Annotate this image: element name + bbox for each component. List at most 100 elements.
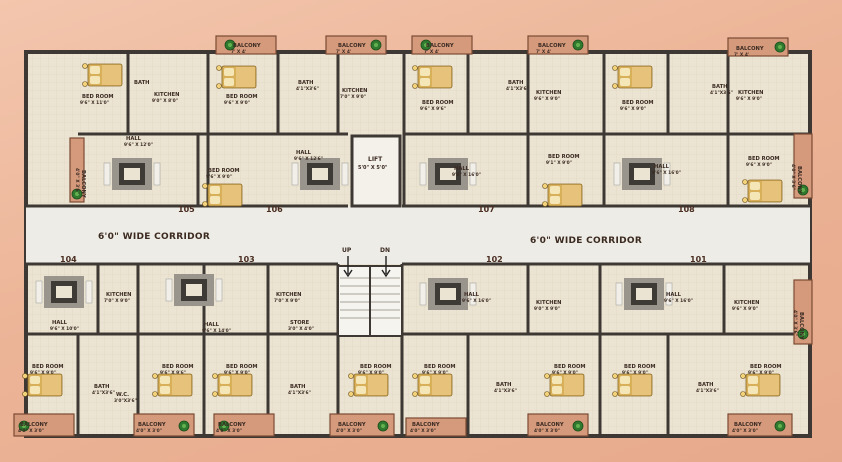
room-name: BALCONY — [412, 422, 440, 428]
room-name: BED ROOM — [624, 364, 656, 370]
room-name: BED ROOM — [162, 364, 194, 370]
room-size: 9'6" X 11'0" — [80, 100, 109, 106]
lift-label: LIFT — [368, 156, 383, 163]
room-size: 4'0" X 3'0" — [732, 428, 758, 434]
room-size: 4'1"X3'6" — [288, 390, 311, 396]
room-size: 9'6" X 9'0" — [206, 174, 232, 180]
room-size: 9'6" X 9'0" — [224, 100, 250, 106]
room-name: BED ROOM — [360, 364, 392, 370]
room-size: 9'6" X 9'0" — [358, 370, 384, 376]
room-size: 4'0" X 3'0" — [410, 428, 436, 434]
room-name: STORE — [290, 320, 310, 326]
room-name: BED ROOM — [226, 94, 258, 100]
room-size: 9'6" X 9'0" — [534, 96, 560, 102]
room-size: 4'0" X 3'0" — [534, 428, 560, 434]
room-name: KITCHEN — [106, 292, 132, 298]
room-size: 9'6" X 9'0" — [732, 306, 758, 312]
room-size: 3'0"X3'6" — [114, 398, 137, 404]
room-size: 9'6" X 9'0" — [622, 370, 648, 376]
room-size: 7'0" X 9'0" — [340, 94, 366, 100]
room-size: 7'0" X 9'0" — [104, 298, 130, 304]
room-name: BALCONY — [138, 422, 166, 428]
room-name: KITCHEN — [734, 300, 760, 306]
room-name: BATH — [698, 382, 713, 388]
room-size: 9'6" X 16'0" — [452, 172, 481, 178]
room-name: BATH — [298, 80, 313, 86]
room-name: BED ROOM — [622, 100, 654, 106]
room-name: HALL — [454, 166, 470, 172]
room-name: HALL — [654, 164, 670, 170]
room-size: 9'6" X 9'6" — [160, 370, 186, 376]
room-size: 9'6" X 9'0" — [552, 370, 578, 376]
room-size: 4'0" X 3'0" — [336, 428, 362, 434]
room-name: BED ROOM — [548, 154, 580, 160]
room-name: BED ROOM — [554, 364, 586, 370]
room-size: 4'1"X3'6" — [696, 388, 719, 394]
unit-number: 101 — [690, 255, 707, 264]
room-name: BALCONY — [80, 170, 86, 198]
room-size: 7' X 4' — [336, 49, 351, 55]
room-size: 9'6" X 9'0" — [620, 106, 646, 112]
room-name: BALCONY — [218, 422, 246, 428]
room-name: BED ROOM — [748, 156, 780, 162]
lift-size: 5'0" X 5'0" — [358, 165, 388, 171]
staircase — [337, 256, 403, 337]
room-size: 4'1"X3'6" — [710, 90, 733, 96]
room-name: HALL — [126, 136, 142, 142]
room-name: BALCONY — [796, 166, 802, 194]
room-name: BALCONY — [338, 422, 366, 428]
room-size: 7' X 4' — [536, 49, 551, 55]
room-size: 7' X 4' — [424, 49, 439, 55]
room-size: 4'0" X 3'6" — [790, 164, 796, 190]
stair-up-label: UP — [342, 247, 352, 254]
room-name: BALCONY — [233, 43, 261, 49]
room-name: BALCONY — [736, 46, 764, 52]
room-name: BED ROOM — [208, 168, 240, 174]
room-size: 4'1"X3'6" — [92, 390, 115, 396]
room-name: BALCONY — [538, 43, 566, 49]
room-name: BATH — [134, 80, 149, 86]
unit-number: 107 — [478, 205, 495, 214]
room-name: HALL — [464, 292, 480, 298]
unit-number: 105 — [178, 205, 195, 214]
room-size: 9'6" X 12'0" — [124, 142, 153, 148]
room-size: 3'0" X 4'0" — [288, 326, 314, 332]
room-size: 9'6" X 12'6" — [294, 156, 323, 162]
room-size: 4'0" X 3'0" — [136, 428, 162, 434]
room-name: BATH — [94, 384, 109, 390]
room-size: 7' X 4' — [734, 52, 749, 58]
corridor-label-left: 6'0" WIDE CORRIDOR — [98, 232, 210, 242]
